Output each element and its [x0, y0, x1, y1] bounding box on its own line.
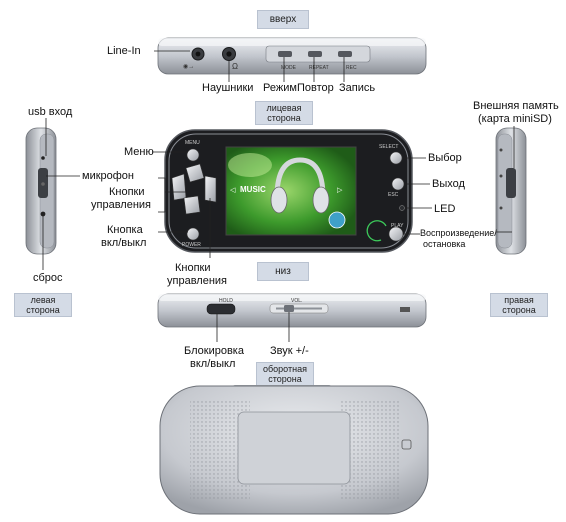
label-mic: микрофон	[82, 170, 134, 182]
view-tag-left: левая сторона	[14, 293, 72, 317]
play-print: PLAY	[391, 223, 404, 229]
left-side-device	[25, 118, 80, 270]
label-led: LED	[434, 203, 456, 215]
label-play-2: остановка	[423, 239, 466, 249]
menu-button[interactable]	[186, 148, 200, 162]
bottom-view-device: HOLD VOL.	[157, 293, 427, 342]
view-tag-front-line2: сторона	[267, 113, 301, 123]
view-tag-back-line1: оборотная	[263, 364, 307, 374]
power-print: POWER	[182, 242, 201, 248]
hold-print: HOLD	[219, 298, 233, 304]
select-print: SELECT	[379, 144, 398, 150]
label-reset: сброс	[33, 272, 63, 284]
label-lock-2: вкл/выкл	[190, 358, 236, 370]
view-tag-left-line1: левая	[30, 295, 56, 305]
rec-button-top[interactable]	[338, 51, 352, 57]
esc-button[interactable]	[391, 177, 405, 191]
right-side-device	[495, 126, 527, 255]
view-tag-left-line2: сторона	[26, 305, 60, 315]
svg-text:▷: ▷	[337, 187, 343, 194]
label-menu: Меню	[124, 146, 154, 158]
view-tag-bottom-text: низ	[275, 265, 291, 277]
led-indicator	[399, 205, 405, 211]
label-nav-b1: Кнопки	[175, 262, 211, 274]
repeat-print: REPEAT	[309, 65, 329, 71]
label-mode: Режим	[263, 82, 297, 94]
svg-text:◁: ◁	[230, 187, 236, 194]
label-repeat: Повтор	[297, 82, 334, 94]
label-usb: usb вход	[28, 106, 73, 118]
label-headphones: Наушники	[202, 82, 254, 94]
nav-button-up[interactable]	[185, 163, 205, 183]
label-power-2: вкл/выкл	[101, 237, 147, 249]
view-tag-bottom: низ	[257, 262, 309, 281]
view-tag-back-line2: сторона	[268, 374, 302, 384]
svg-text:◉→: ◉→	[183, 64, 194, 70]
label-lock-1: Блокировка	[184, 345, 244, 357]
mode-print: MODE	[281, 65, 297, 71]
view-tag-top-text: вверх	[269, 13, 297, 25]
label-record: Запись	[339, 82, 376, 94]
back-view-device	[159, 385, 429, 515]
screen-music-text: MUSIC	[240, 185, 266, 194]
menu-print: MENU	[185, 140, 200, 146]
headphones-icon	[270, 157, 330, 214]
power-button[interactable]	[186, 227, 200, 241]
label-nav-2: управления	[91, 199, 151, 211]
svg-text:Ω: Ω	[232, 62, 238, 71]
nav-button-left[interactable]	[171, 173, 187, 201]
label-ext-mem-1: Внешняя память	[473, 100, 559, 112]
label-nav-b2: управления	[167, 275, 227, 287]
label-exit: Выход	[432, 178, 465, 190]
view-tag-right: правая сторона	[490, 293, 548, 317]
esc-print: ESC	[388, 192, 399, 198]
label-select: Выбор	[428, 152, 462, 164]
view-tag-front-line1: лицевая	[266, 103, 302, 113]
view-tag-top: вверх	[257, 10, 309, 29]
label-volume: Звук +/-	[270, 345, 309, 357]
play-button[interactable]	[388, 226, 404, 242]
front-view-device: MUSIC ◁ ▷ MENU POWER SELECT ESC PLAY	[164, 129, 413, 253]
label-ext-mem-2: (карта miniSD)	[478, 113, 552, 125]
nav-button-down[interactable]	[183, 195, 201, 215]
select-button[interactable]	[389, 151, 403, 165]
vol-print: VOL.	[291, 298, 302, 304]
view-tag-back: оборотная сторона	[256, 362, 314, 386]
rec-print: REC	[346, 65, 357, 71]
nav-button-right[interactable]	[204, 175, 217, 203]
mode-button-top[interactable]	[278, 51, 292, 57]
view-tag-right-line2: сторона	[502, 305, 536, 315]
label-power-1: Кнопка	[107, 224, 143, 236]
label-play-1: Воспроизведение/	[420, 228, 497, 238]
view-tag-right-line1: правая	[504, 295, 534, 305]
top-view-device: ◉→ Ω MODE REPEAT REC	[154, 37, 427, 82]
label-line-in: Line-In	[107, 45, 141, 57]
hold-switch[interactable]	[206, 303, 236, 315]
view-tag-front: лицевая сторона	[255, 101, 313, 125]
label-nav-1: Кнопки	[109, 186, 145, 198]
repeat-button-top[interactable]	[308, 51, 322, 57]
